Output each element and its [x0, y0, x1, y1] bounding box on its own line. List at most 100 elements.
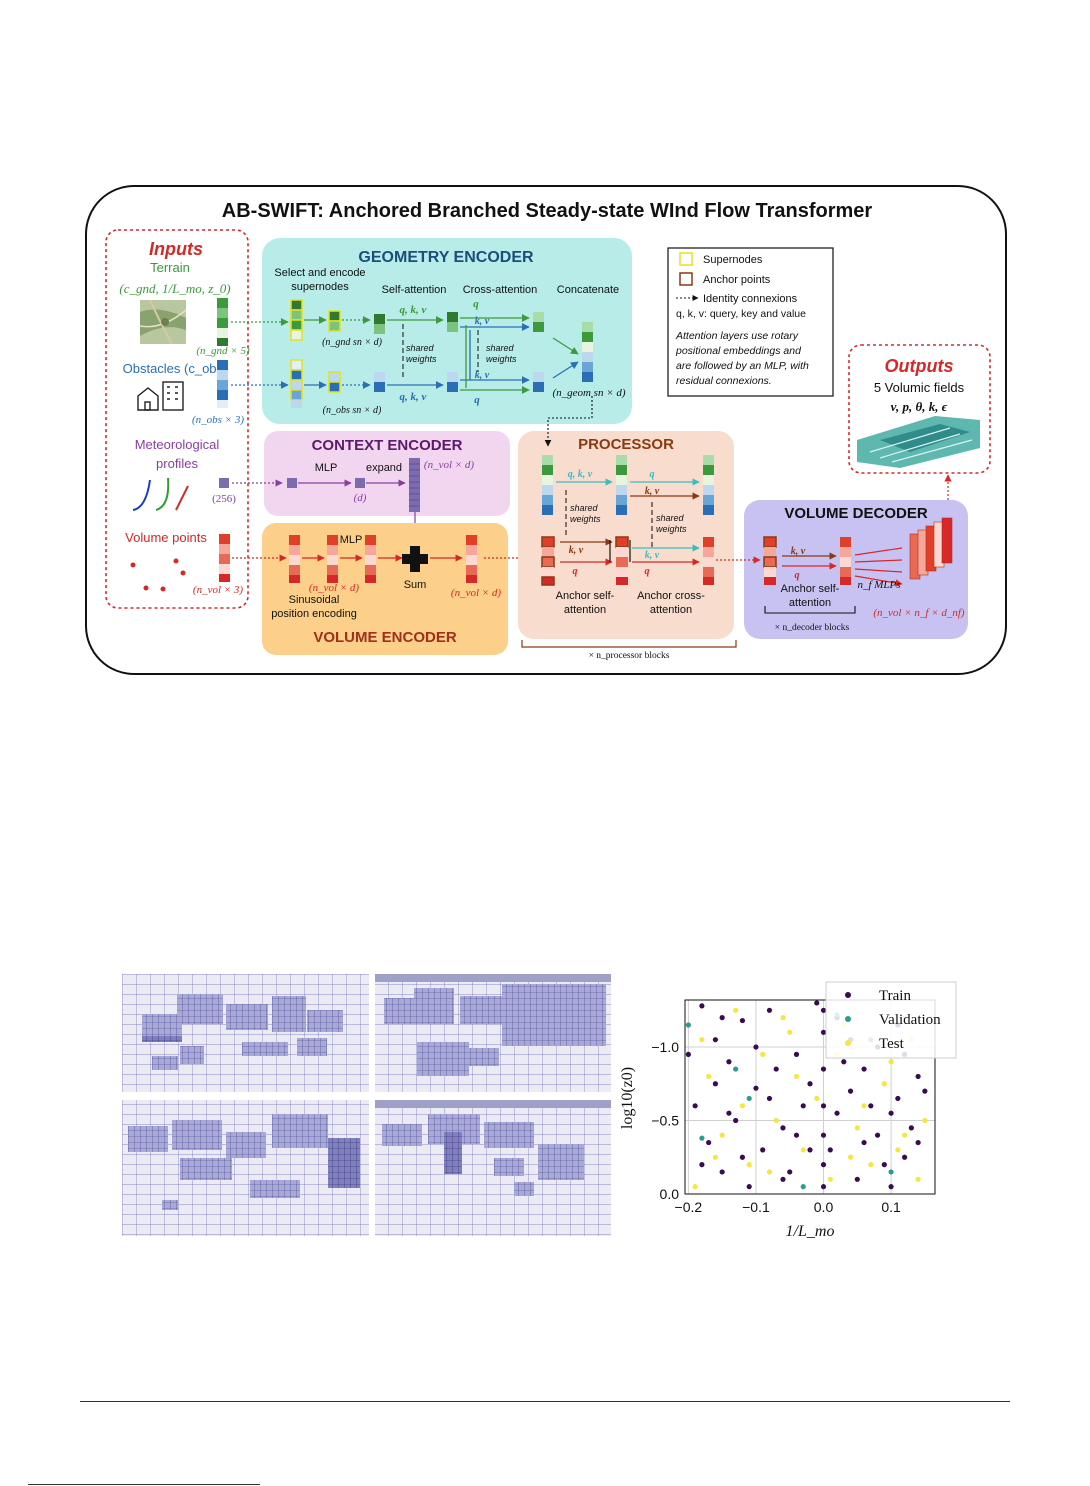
svg-text:q, k, v: q, k, v	[400, 391, 427, 403]
point-train	[800, 1103, 806, 1109]
svg-text:k, v: k, v	[475, 370, 490, 381]
point-test	[780, 1015, 786, 1021]
svg-text:weights: weights	[406, 354, 437, 364]
obstacles-vector	[217, 360, 228, 408]
point-train	[719, 1169, 725, 1175]
processor-bracket	[521, 640, 737, 648]
svg-text:shared: shared	[406, 343, 435, 353]
processor-blocks: × n_processor blocks	[589, 651, 670, 661]
volume-vector	[219, 534, 230, 582]
supernodes-swatch	[679, 252, 693, 266]
point-train	[820, 1184, 827, 1190]
gnd-dim: (n_gnd sn × d)	[322, 337, 382, 348]
point-train	[753, 1044, 759, 1050]
svg-text:k, v: k, v	[475, 316, 490, 327]
point-test	[827, 1176, 833, 1182]
point-train	[793, 1051, 800, 1057]
point-test	[915, 1176, 921, 1182]
point-test	[733, 1007, 739, 1013]
sum-plus-icon	[402, 546, 428, 572]
svg-text:Anchor points: Anchor points	[703, 274, 771, 286]
point-train	[780, 1125, 786, 1131]
inputs-panel	[105, 229, 249, 609]
point-train	[712, 1037, 719, 1043]
point-train	[706, 1139, 712, 1146]
svg-text:k, v: k, v	[645, 550, 660, 561]
svg-text:n_f MLPs: n_f MLPs	[857, 579, 900, 591]
point-validation	[699, 1135, 705, 1141]
point-test	[800, 1147, 806, 1153]
point-validation	[746, 1095, 752, 1102]
point-train	[807, 1081, 813, 1087]
y-tick-label: 0.0	[660, 1186, 680, 1202]
point-train	[820, 1029, 827, 1035]
point-test	[719, 1132, 725, 1138]
svg-text:(d): (d)	[354, 492, 367, 504]
meteo-dim: (256)	[212, 493, 236, 505]
gnd-supernode-vector-1	[290, 299, 303, 341]
svg-text:Anchor self-: Anchor self-	[556, 590, 615, 602]
point-test	[760, 1051, 766, 1057]
point-validation	[888, 1169, 894, 1175]
mesh-panel-3	[122, 1100, 369, 1236]
point-train	[726, 1059, 732, 1065]
svg-text:Sum: Sum	[404, 579, 427, 591]
svg-text:weights: weights	[656, 524, 687, 534]
vol-enc-vector-2	[327, 535, 338, 583]
point-train	[733, 1117, 739, 1124]
obs-cross-att-vector	[447, 372, 458, 392]
legend-marker-train	[845, 992, 851, 998]
point-train	[895, 1095, 901, 1102]
point-validation	[685, 1022, 691, 1028]
point-train	[820, 1007, 827, 1013]
svg-text:shared: shared	[656, 513, 685, 523]
x-tick-label: 0.1	[881, 1199, 901, 1215]
chart-legend: Train Validation Test	[825, 981, 957, 1059]
svg-text:shared: shared	[486, 343, 515, 353]
svg-text:q: q	[645, 566, 650, 577]
mesh-panel-2	[375, 974, 611, 1092]
point-test	[692, 1184, 698, 1190]
context-vector-2	[355, 478, 365, 488]
terrain-vars: (c_gnd, 1/L_mo, z_0)	[119, 281, 230, 296]
point-train	[760, 1147, 766, 1153]
legend-train: Train	[879, 988, 911, 1004]
point-train	[908, 1125, 914, 1131]
point-train	[888, 1110, 894, 1116]
svg-text:q, k, v: query, key and value: q, k, v: query, key and value	[676, 308, 806, 320]
y-axis-label: log10(z0)	[619, 1067, 636, 1129]
legend-marker-test	[845, 1040, 851, 1046]
volume-points-dots	[130, 558, 186, 592]
svg-text:Anchor self-: Anchor self-	[781, 583, 840, 595]
point-train	[861, 1066, 867, 1072]
point-train	[692, 1103, 698, 1109]
point-test	[712, 1154, 719, 1160]
decoder-blocks: × n_decoder blocks	[775, 623, 850, 633]
point-test	[739, 1103, 746, 1109]
meteo-label-1: Meteorological	[135, 437, 220, 452]
gnd-cross-att-vector	[447, 312, 458, 332]
dec-vol-vector-2	[840, 537, 851, 585]
point-test	[888, 1059, 894, 1065]
meteo-profiles-icon	[132, 477, 189, 511]
svg-text:Sinusoidal: Sinusoidal	[289, 594, 340, 606]
point-train	[739, 1154, 746, 1160]
svg-text:attention: attention	[789, 597, 831, 609]
decoder-dim: (n_vol × n_f × d_nf)	[873, 607, 965, 619]
point-train	[793, 1132, 800, 1138]
architecture-diagram: AB-SWIFT: Anchored Branched Steady-state…	[85, 185, 1007, 675]
svg-text:q, k, v: q, k, v	[568, 469, 593, 480]
point-train	[820, 1066, 827, 1072]
svg-text:attention: attention	[564, 604, 606, 616]
point-test	[854, 1125, 860, 1131]
svg-text:(n_vol × d): (n_vol × d)	[451, 587, 502, 599]
x-axis-label: 1/L_mo	[786, 1223, 835, 1240]
point-train	[726, 1110, 732, 1116]
point-train	[753, 1085, 759, 1091]
point-test	[699, 1037, 705, 1043]
proc-geom-vector-1	[542, 455, 553, 515]
processor-title: PROCESSOR	[578, 436, 674, 453]
svg-text:q: q	[795, 570, 800, 581]
point-train	[699, 1003, 705, 1009]
